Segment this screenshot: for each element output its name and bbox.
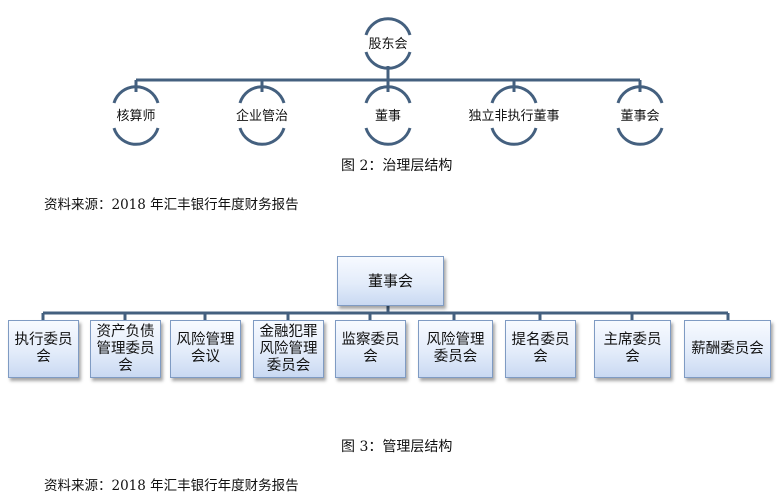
management-child-box: 资产负债管理委员会 bbox=[90, 320, 161, 378]
management-child-box: 风险管理会议 bbox=[170, 320, 241, 378]
governance-child-label: 核算师 bbox=[116, 109, 155, 124]
management-child-box: 提名委员会 bbox=[505, 320, 576, 378]
governance-child-label: 独立非执行董事 bbox=[468, 109, 559, 124]
management-top-box: 董事会 bbox=[337, 256, 444, 306]
governance-top-label: 股东会 bbox=[368, 37, 407, 52]
management-connectors bbox=[41, 306, 730, 320]
management-source: 资料来源：2018 年汇丰银行年度财务报告 bbox=[44, 478, 299, 494]
governance-child-node-0: 核算师 bbox=[112, 85, 160, 146]
management-child-box: 金融犯罪风险管理委员会 bbox=[253, 320, 324, 378]
governance-source: 资料来源：2018 年汇丰银行年度财务报告 bbox=[44, 197, 299, 213]
management-child-box: 风险管理委员会 bbox=[418, 320, 493, 378]
governance-child-node-1: 企业管治 bbox=[236, 85, 288, 146]
governance-child-node-3: 独立非执行董事 bbox=[468, 85, 560, 146]
management-child-box: 薪酬委员会 bbox=[684, 320, 771, 378]
management-child-box: 监察委员会 bbox=[335, 320, 406, 378]
governance-top-node: 股东会 bbox=[364, 17, 412, 70]
governance-child-label: 企业管治 bbox=[236, 108, 288, 124]
management-child-box: 执行委员会 bbox=[8, 320, 79, 378]
governance-child-label: 董事会 bbox=[620, 109, 659, 124]
governance-caption: 图 2：治理层结构 bbox=[341, 158, 453, 174]
management-child-box: 主席委员会 bbox=[594, 320, 671, 378]
management-caption: 图 3：管理层结构 bbox=[341, 439, 453, 455]
governance-child-node-2: 董事 bbox=[364, 85, 412, 146]
governance-child-label: 董事 bbox=[375, 109, 401, 124]
governance-child-node-4: 董事会 bbox=[616, 85, 664, 146]
